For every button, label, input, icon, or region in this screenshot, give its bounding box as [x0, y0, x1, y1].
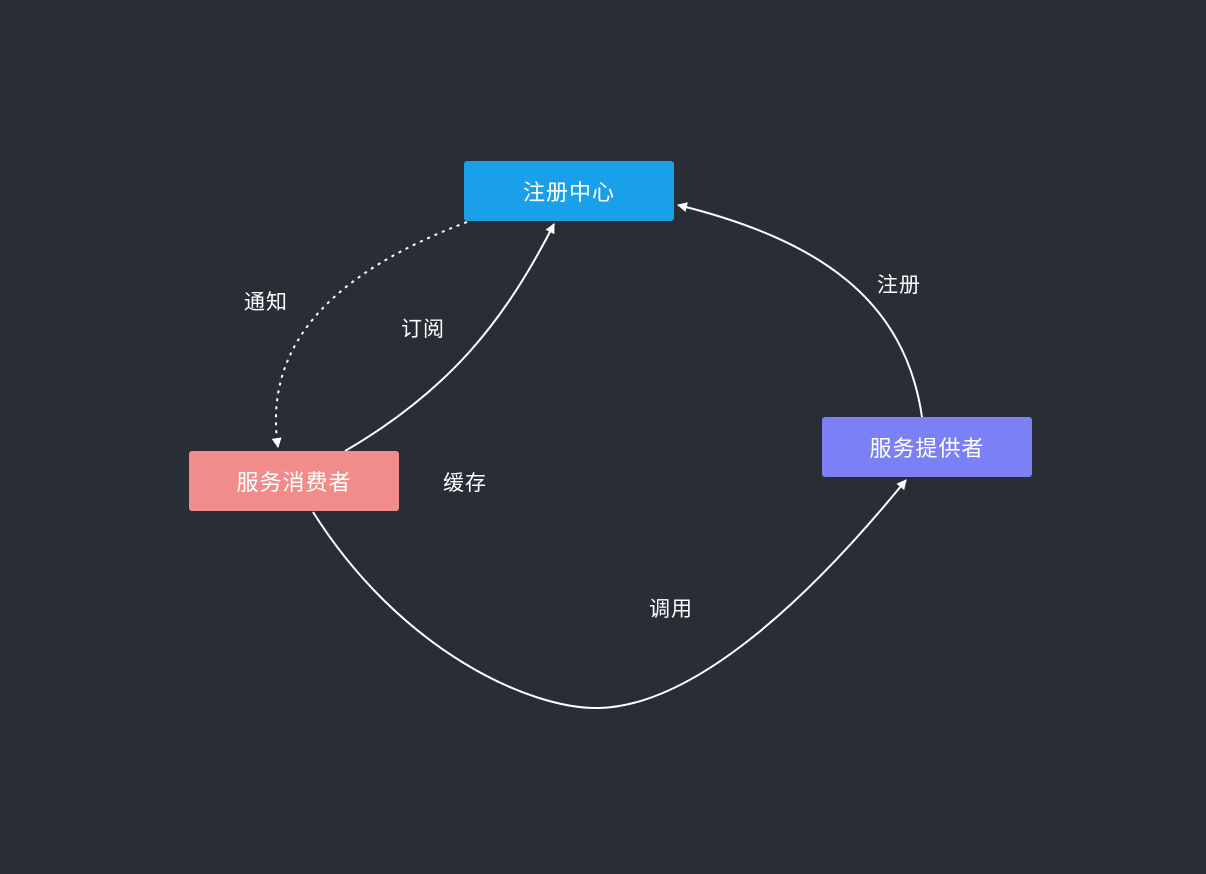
edge-invoke [312, 479, 907, 710]
registry-node-label: 注册中心 [522, 181, 615, 206]
cache-label: 缓存 [443, 471, 487, 495]
notify-label: 通知 [244, 290, 288, 314]
register-label: 注册 [877, 273, 921, 297]
provider-node-label: 服务提供者 [869, 437, 985, 462]
consumer-node[interactable]: 服务消费者 [189, 451, 399, 511]
consumer-node-label: 服务消费者 [236, 471, 352, 496]
edge-subscribe [344, 223, 555, 452]
subscribe-label: 订阅 [401, 317, 445, 341]
edge-register [677, 202, 923, 418]
edge-notify [271, 221, 468, 448]
provider-node[interactable]: 服务提供者 [822, 417, 1032, 477]
registry-node[interactable]: 注册中心 [464, 161, 674, 221]
invoke-label: 调用 [649, 597, 693, 621]
